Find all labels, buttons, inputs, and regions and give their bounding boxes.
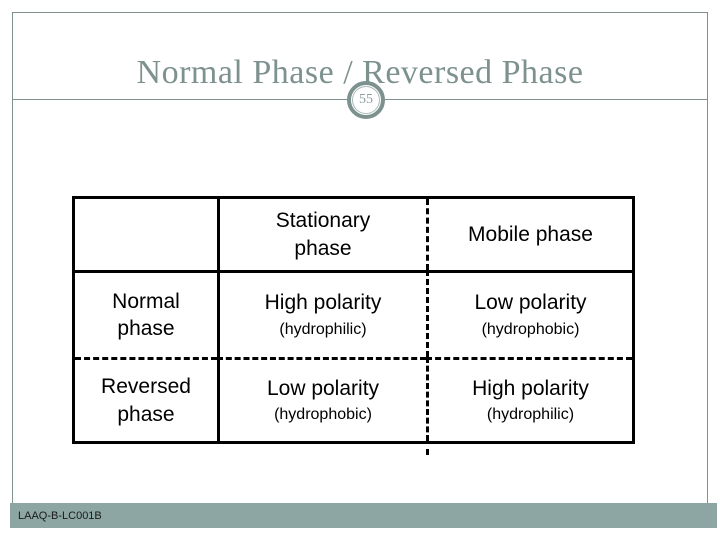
cell-reversed-mobile-main: High polarity [472, 376, 589, 400]
cell-normal-mobile: Low polarity (hydrophobic) [426, 270, 632, 357]
corner-cell [75, 199, 217, 270]
row-label-reversed-phase: Reversed phase [75, 357, 217, 441]
cell-reversed-stationary-main: Low polarity [266, 376, 380, 400]
page-number-inner-ring [352, 86, 380, 114]
cell-reversed-mobile-sub: (hydrophilic) [486, 406, 575, 424]
header-stationary-phase-label: Stationary phase [275, 209, 371, 260]
header-stationary-phase: Stationary phase [217, 199, 426, 270]
cell-normal-stationary-sub: (hydrophilic) [279, 320, 367, 338]
footer-code: LAAQ-B-LC001B [18, 509, 102, 522]
phase-comparison-table: Stationary phase Mobile phase Normal pha… [72, 196, 635, 444]
cell-normal-stationary: High polarity (hydrophilic) [217, 270, 426, 357]
header-mobile-phase: Mobile phase [426, 199, 632, 270]
dashed-divider-stub [426, 449, 429, 455]
cell-reversed-mobile: High polarity (hydrophilic) [426, 357, 632, 441]
header-mobile-phase-label: Mobile phase [468, 222, 593, 246]
page-number: 55 [359, 92, 373, 107]
cell-normal-mobile-main: Low polarity [474, 291, 587, 315]
cell-normal-stationary-main: High polarity [264, 291, 382, 315]
cell-normal-mobile-sub: (hydrophobic) [481, 320, 580, 338]
row-label-normal-phase-text: Normal phase [112, 289, 180, 340]
row-label-normal-phase: Normal phase [75, 270, 217, 357]
cell-reversed-stationary: Low polarity (hydrophobic) [217, 357, 426, 441]
cell-reversed-stationary-sub: (hydrophobic) [274, 406, 372, 424]
page-number-badge: 55 [347, 81, 385, 119]
footer-band: LAAQ-B-LC001B [10, 503, 717, 528]
row-label-reversed-phase-text: Reversed phase [101, 375, 191, 426]
